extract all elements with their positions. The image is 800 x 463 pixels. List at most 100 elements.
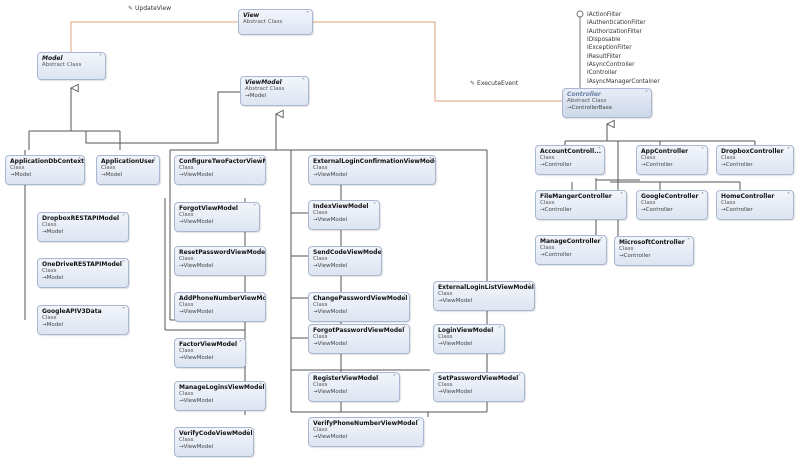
class-name: VerifyCodeViewModel xyxy=(179,430,253,437)
class-externalloginconfirmationviewmodel[interactable]: ExternalLoginConfirmationViewModel Class… xyxy=(308,155,436,185)
double-chevron-up-icon[interactable]: ˄ xyxy=(701,192,704,199)
class-base: Controller xyxy=(641,207,703,214)
class-applicationuser[interactable]: ApplicationUser Class Model ˄ xyxy=(96,155,160,185)
double-chevron-up-icon[interactable]: ˄ xyxy=(122,214,125,221)
class-kind: Class xyxy=(641,200,656,206)
class-verifycodeviewmodel[interactable]: VerifyCodeViewModel Class ViewModel ˄ xyxy=(174,427,254,457)
class-base: ControllerBase xyxy=(567,105,647,112)
class-externalloginlistviewmodel[interactable]: ExternalLoginListViewModel Class ViewMod… xyxy=(433,281,535,311)
class-applicationdbcontext[interactable]: ApplicationDbContext Class Model ˄ xyxy=(5,155,85,185)
double-chevron-up-icon[interactable]: ˄ xyxy=(687,238,690,245)
class-view[interactable]: View Abstract Class ˄ xyxy=(238,9,313,35)
class-dropboxcontroller[interactable]: DropboxController Class Controller ˄ xyxy=(716,145,794,175)
double-chevron-up-icon[interactable]: ˄ xyxy=(403,294,406,301)
double-chevron-up-icon[interactable]: ˄ xyxy=(393,374,396,381)
class-appcontroller[interactable]: AppController Class Controller ˄ xyxy=(636,145,708,175)
double-chevron-up-icon[interactable]: ˄ xyxy=(239,340,242,347)
class-model[interactable]: Model Abstract Class ˄ xyxy=(37,52,106,80)
double-chevron-up-icon[interactable]: ˄ xyxy=(518,374,521,381)
double-chevron-up-icon[interactable]: ˄ xyxy=(153,157,156,164)
double-chevron-up-icon[interactable]: ˄ xyxy=(620,192,623,199)
class-kind: Class xyxy=(101,165,116,171)
class-homecontroller[interactable]: HomeController Class Controller ˄ xyxy=(716,190,794,220)
class-kind: Class xyxy=(179,302,194,308)
class-sendcodeviewmodel[interactable]: SendCodeViewModel Class ViewModel ˄ xyxy=(308,246,382,276)
class-base: Controller xyxy=(619,253,689,260)
double-chevron-up-icon[interactable]: ˄ xyxy=(498,326,501,333)
double-chevron-up-icon[interactable]: ˄ xyxy=(259,294,262,301)
double-chevron-up-icon[interactable]: ˄ xyxy=(417,419,420,426)
double-chevron-up-icon[interactable]: ˄ xyxy=(259,248,262,255)
double-chevron-up-icon[interactable]: ˄ xyxy=(528,283,531,290)
class-name: VerifyPhoneNumberViewModel xyxy=(313,420,418,427)
double-chevron-up-icon[interactable]: ˄ xyxy=(645,90,648,97)
double-chevron-up-icon[interactable]: ˄ xyxy=(99,54,102,61)
class-verifyphonenumberviewmodel[interactable]: VerifyPhoneNumberViewModel Class ViewMod… xyxy=(308,417,424,447)
class-kind: Class xyxy=(313,210,328,216)
double-chevron-up-icon[interactable]: ˄ xyxy=(600,237,603,244)
double-chevron-up-icon[interactable]: ˄ xyxy=(598,147,601,154)
class-registerviewmodel[interactable]: RegisterViewModel Class ViewModel ˄ xyxy=(308,372,400,402)
class-kind: Class xyxy=(10,165,25,171)
wrench-icon: ✎ xyxy=(470,80,476,87)
interface-item: IDisposable xyxy=(587,37,621,44)
class-factorviewmodel[interactable]: FactorViewModel Class ViewModel ˄ xyxy=(174,338,246,368)
double-chevron-up-icon[interactable]: ˄ xyxy=(373,202,376,209)
class-base: ViewModel xyxy=(179,444,249,451)
interface-item: IAsyncController xyxy=(587,62,635,69)
class-kind: Class xyxy=(313,382,328,388)
double-chevron-up-icon[interactable]: ˄ xyxy=(259,157,262,164)
class-filemangercontroller[interactable]: FileMangerController Class Controller ˄ xyxy=(535,190,627,220)
class-name: FactorViewModel xyxy=(179,341,238,348)
class-microsoftcontroller[interactable]: MicrosoftController Class Controller ˄ xyxy=(614,236,694,266)
class-viewmodel[interactable]: ViewModel Abstract Class Model ˄ xyxy=(240,76,309,106)
double-chevron-up-icon[interactable]: ˄ xyxy=(787,147,790,154)
double-chevron-up-icon[interactable]: ˄ xyxy=(122,260,125,267)
class-forgotviewmodel[interactable]: ForgotViewModel Class ViewModel ˄ xyxy=(174,202,260,232)
double-chevron-up-icon[interactable]: ˄ xyxy=(78,157,81,164)
double-chevron-up-icon[interactable]: ˄ xyxy=(787,192,790,199)
class-base: Controller xyxy=(540,207,622,214)
double-chevron-up-icon[interactable]: ˄ xyxy=(429,157,432,164)
class-configuretwofactorviewmodel[interactable]: ConfigureTwoFactorViewModel Class ViewMo… xyxy=(174,155,266,185)
class-accountcontroller[interactable]: AccountControll... Class Controller ˄ xyxy=(535,145,605,175)
class-forgotpasswordviewmodel[interactable]: ForgotPasswordViewModel Class ViewModel … xyxy=(308,324,410,354)
class-base: ViewModel xyxy=(179,309,261,316)
class-googleapiv3data[interactable]: GoogleAPIV3Data Class Model ˄ xyxy=(37,305,129,335)
class-addphonenumberviewmodel[interactable]: AddPhoneNumberViewModel Class ViewModel … xyxy=(174,292,266,322)
class-resetpasswordviewmodel[interactable]: ResetPasswordViewModel Class ViewModel ˄ xyxy=(174,246,266,276)
wrench-icon: ✎ xyxy=(128,5,134,12)
double-chevron-up-icon[interactable]: ˄ xyxy=(403,326,406,333)
interface-lollipop-icon xyxy=(576,10,584,90)
double-chevron-up-icon[interactable]: ˄ xyxy=(247,429,250,436)
class-name: ConfigureTwoFactorViewModel xyxy=(179,158,265,165)
double-chevron-up-icon[interactable]: ˄ xyxy=(306,11,309,18)
class-name: DropboxController xyxy=(721,148,784,155)
double-chevron-up-icon[interactable]: ˄ xyxy=(259,383,262,390)
executeevent-label: ✎ExecuteEvent xyxy=(470,80,519,87)
class-managecontroller[interactable]: ManageController Class Controller ˄ xyxy=(535,235,607,265)
class-kind: Class xyxy=(540,200,555,206)
class-base: ViewModel xyxy=(313,341,405,348)
double-chevron-up-icon[interactable]: ˄ xyxy=(701,147,704,154)
double-chevron-up-icon[interactable]: ˄ xyxy=(302,78,305,85)
double-chevron-up-icon[interactable]: ˄ xyxy=(375,248,378,255)
interface-item: IController xyxy=(587,70,618,77)
class-base: Controller xyxy=(641,162,703,169)
class-kind: Class xyxy=(313,427,328,433)
double-chevron-up-icon[interactable]: ˄ xyxy=(122,307,125,314)
class-base: Controller xyxy=(721,162,789,169)
class-setpasswordviewmodel[interactable]: SetPasswordViewModel Class ViewModel ˄ xyxy=(433,372,525,402)
updateview-label: ✎UpdateView xyxy=(128,5,171,12)
class-manageloginsviewmodel[interactable]: ManageLoginsViewModel Class ViewModel ˄ xyxy=(174,381,266,411)
class-loginviewmodel[interactable]: LoginViewModel Class ViewModel ˄ xyxy=(433,324,505,354)
class-controller[interactable]: Controller Abstract Class ControllerBase… xyxy=(562,88,652,118)
double-chevron-up-icon[interactable]: ˄ xyxy=(253,204,256,211)
class-googlecontroller[interactable]: GoogleController Class Controller ˄ xyxy=(636,190,708,220)
class-name: ResetPasswordViewModel xyxy=(179,249,266,256)
class-onedriverestapimodel[interactable]: OneDriveRESTAPIModel Class Model ˄ xyxy=(37,258,129,288)
class-indexviewmodel[interactable]: IndexViewModel Class ViewModel ˄ xyxy=(308,200,380,230)
class-changepasswordviewmodel[interactable]: ChangePasswordViewModel Class ViewModel … xyxy=(308,292,410,322)
class-kind: Class xyxy=(641,155,656,161)
class-dropboxrestapimodel[interactable]: DropboxRESTAPIModel Class Model ˄ xyxy=(37,212,129,242)
